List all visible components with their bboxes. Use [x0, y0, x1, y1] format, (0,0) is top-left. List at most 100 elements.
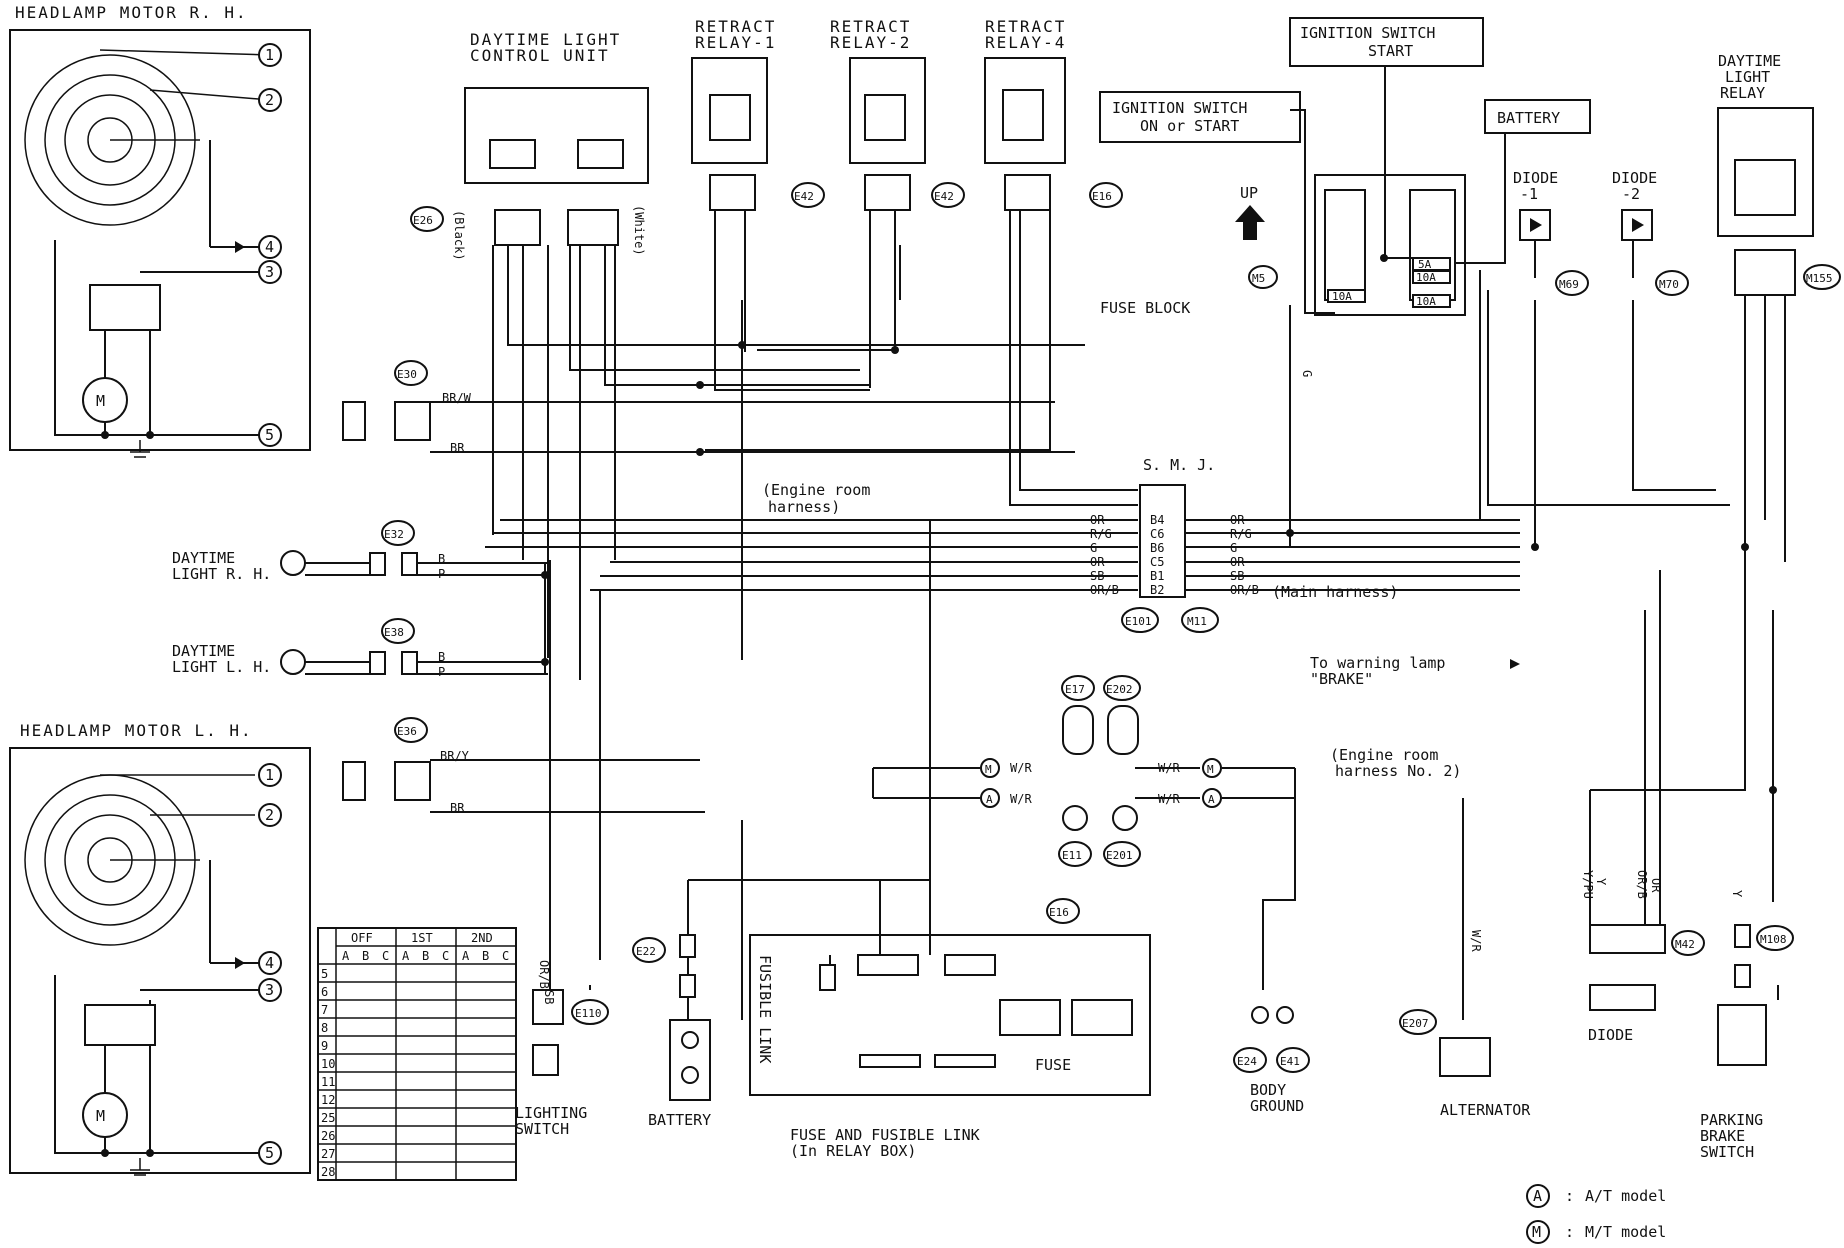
svg-text:BRAKE: BRAKE: [1700, 1127, 1745, 1145]
svg-text:DIODE: DIODE: [1588, 1026, 1633, 1044]
switch-group-header: 1ST: [411, 931, 433, 945]
connector-m42: M42: [1671, 930, 1705, 956]
svg-text:E16: E16: [1049, 906, 1069, 919]
bulb-rh-icon: [280, 550, 306, 576]
connector-m11: M11: [1181, 607, 1219, 633]
svg-text:A: A: [1208, 793, 1215, 806]
svg-text:harness): harness): [768, 498, 840, 516]
connector-e22: E22: [632, 937, 666, 963]
smj-pin: B2: [1150, 583, 1164, 597]
wire-labels: G Y/PU Y OR/B OR Y SB: [542, 370, 1744, 1004]
motor-rh-ground-icon: [130, 440, 150, 458]
svg-text:1: 1: [265, 46, 274, 64]
connector-e32: E32: [381, 520, 415, 546]
ignition-switch-start-box: IGNITION SWITCH START: [1289, 17, 1484, 67]
svg-text:E101: E101: [1125, 615, 1152, 628]
svg-text:Y/PU: Y/PU: [1581, 870, 1595, 899]
svg-text:RELAY-2: RELAY-2: [830, 33, 911, 52]
svg-text:IGNITION SWITCH: IGNITION SWITCH: [1112, 99, 1247, 117]
switch-row-label: 27: [321, 1147, 335, 1161]
connector-m108: M108: [1756, 925, 1794, 951]
svg-text:W/R: W/R: [1010, 761, 1032, 775]
warning-arrow-icon: [1510, 659, 1520, 669]
svg-text:DAYTIME: DAYTIME: [172, 549, 235, 567]
svg-text:M155: M155: [1806, 272, 1833, 285]
diode-unit: DIODE: [1588, 924, 1666, 1044]
daytime-light-lh: DAYTIME LIGHT L. H.: [172, 642, 418, 676]
connector-e101: E101: [1121, 607, 1159, 633]
retract-relay-2: RETRACT RELAY-2: [830, 17, 926, 211]
svg-text:UP: UP: [1240, 184, 1258, 202]
svg-text:P: P: [438, 665, 445, 679]
svg-text:W/R: W/R: [1469, 930, 1483, 952]
motor-lh-pin-4: 4: [258, 951, 282, 975]
connector-m70: M70: [1655, 270, 1689, 296]
alternator: W/R ALTERNATOR: [1439, 930, 1531, 1119]
svg-text:E26: E26: [413, 214, 433, 227]
motor-lh-relay: [84, 1004, 156, 1046]
svg-text:ON or START: ON or START: [1140, 117, 1239, 135]
svg-text:Y: Y: [1594, 878, 1608, 886]
switch-row-label: 10: [321, 1057, 335, 1071]
svg-text:B: B: [438, 650, 445, 664]
svg-text:M: M: [96, 392, 105, 410]
daytime-light-rh: DAYTIME LIGHT R. H.: [172, 549, 418, 583]
connector-m69: M69: [1555, 270, 1589, 296]
svg-text:(In RELAY BOX): (In RELAY BOX): [790, 1142, 916, 1160]
svg-text:5A: 5A: [1418, 258, 1432, 271]
dlcu-white-terminal: [577, 139, 624, 169]
svg-text:OR/B: OR/B: [1635, 870, 1649, 899]
motor-rh-pin-3: 3: [258, 260, 282, 284]
svg-text:LIGHT: LIGHT: [1725, 68, 1770, 86]
svg-text:E30: E30: [397, 368, 417, 381]
smj-pin: B1: [1150, 569, 1164, 583]
svg-text:(Main harness): (Main harness): [1272, 583, 1398, 601]
svg-text:BATTERY: BATTERY: [1497, 109, 1560, 127]
svg-text:M: M: [1532, 1223, 1541, 1241]
diode-2: DIODE -2: [1612, 169, 1657, 241]
connector-e26: E26: [410, 206, 444, 232]
svg-text:4: 4: [265, 238, 274, 256]
ignition-switch-on-box: IGNITION SWITCH ON or START: [1099, 91, 1301, 143]
svg-text:2: 2: [265, 91, 274, 109]
connector-e42-a: E42: [791, 182, 825, 208]
svg-text::: :: [1565, 1223, 1574, 1241]
svg-text:-2: -2: [1622, 185, 1640, 203]
bulb-lh-icon: [280, 649, 306, 675]
switch-col-header: B: [362, 949, 369, 963]
retract-relay-1: RETRACT RELAY-1: [691, 17, 774, 211]
svg-text:LIGHTING: LIGHTING: [515, 1104, 587, 1122]
switch-row-label: 6: [321, 985, 328, 999]
fuse-block: 10A 5A 10A 10A: [1314, 174, 1466, 316]
motor-rh-relay: [89, 284, 161, 331]
junction-dots: [541, 254, 1777, 794]
svg-text:-1: -1: [1520, 185, 1538, 203]
connector-m155: M155: [1803, 264, 1841, 290]
switch-row-label: 7: [321, 1003, 328, 1017]
svg-text:A: A: [1533, 1187, 1542, 1205]
switch-group-header: OFF: [351, 931, 373, 945]
motor-rh-cam: [24, 49, 271, 226]
svg-text:M108: M108: [1760, 933, 1787, 946]
svg-text:10A: 10A: [1416, 295, 1436, 308]
switch-row-label: 28: [321, 1165, 335, 1179]
motor-rh-pin-4: 4: [258, 235, 282, 259]
svg-text:2: 2: [265, 806, 274, 824]
headlamp-motor-rh: HEADLAMP MOTOR R. H. 1 2 4 3 5 M: [9, 3, 311, 458]
mt-marker-icon: [980, 758, 1000, 778]
connector-e16-a: E16: [1089, 182, 1123, 208]
switch-col-header: B: [482, 949, 489, 963]
svg-text:START: START: [1368, 42, 1413, 60]
dlcu-black-connector: [494, 209, 541, 246]
svg-text:LIGHT R. H.: LIGHT R. H.: [172, 565, 271, 583]
svg-text:RELAY-4: RELAY-4: [985, 33, 1066, 52]
wiring: [305, 66, 1786, 1020]
headlamp-motor-lh: HEADLAMP MOTOR L. H. 1 2 4 3 5 M: [9, 721, 311, 1176]
daytime-light-relay: DAYTIME LIGHT RELAY: [1717, 52, 1814, 296]
up-arrow-icon: UP: [1235, 184, 1265, 240]
switch-row-label: 25: [321, 1111, 335, 1125]
parking-brake-switch-icon: [1717, 1004, 1767, 1066]
fuse-10a-left: 10A: [1327, 289, 1366, 303]
switch-row-label: 9: [321, 1039, 328, 1053]
